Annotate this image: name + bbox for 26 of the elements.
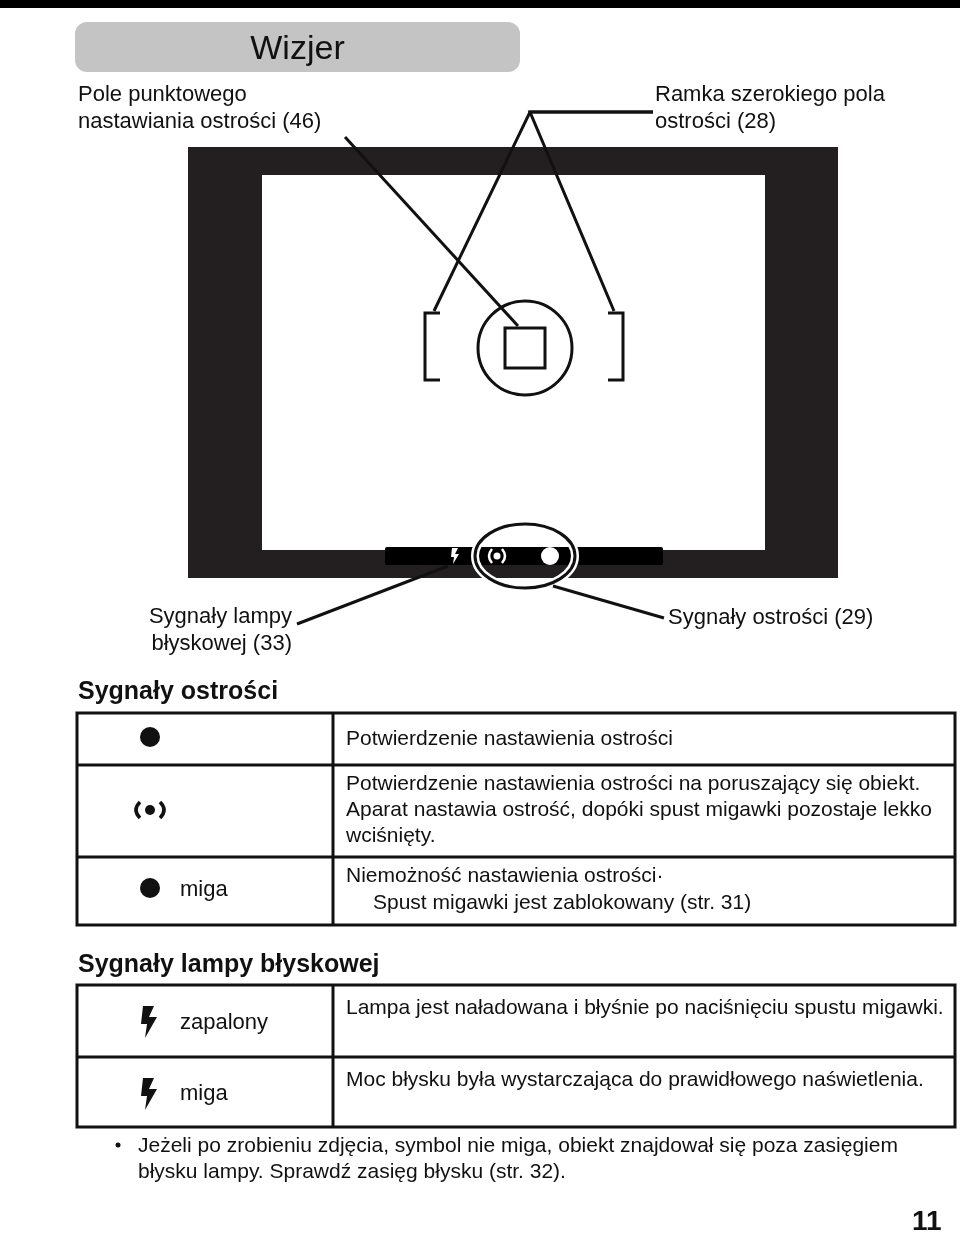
description-text: Moc błysku była wystarczająca do prawidłowego naświetlenia. bbox=[346, 1066, 925, 1092]
description-text: Potwierdzenie nastawienia ostrości bbox=[346, 725, 674, 751]
callout-label: Sygnały lampy błyskowej (33) bbox=[92, 602, 292, 656]
lightning-icon bbox=[451, 548, 459, 564]
page-number: 11 bbox=[912, 1205, 943, 1237]
title-banner: Wizjer bbox=[75, 22, 520, 72]
status-text: miga bbox=[180, 875, 229, 902]
status-text: miga bbox=[180, 1079, 229, 1106]
callout-label: Sygnały ostrości (29) bbox=[668, 603, 918, 630]
description-text: Spust migawki jest zablokowany (str. 31) bbox=[373, 889, 753, 915]
focus-square bbox=[503, 326, 547, 370]
description-text: Niemożność nastawienia ostrości· bbox=[346, 862, 665, 888]
note-text: Jeżeli po zrobieniu zdjęcia, symbol nie miga, obiekt znajdował się poza zasięgiem błysku lampy. Sprawdź zasięg błysku (str. 32). bbox=[138, 1132, 899, 1184]
description-text: Lampa jest naładowana i błyśnie po naciśnięciu spustu migawki. bbox=[346, 994, 945, 1020]
bracket-mark bbox=[423, 311, 440, 382]
callout-label: Ramka szerokiego pola ostrości (28) bbox=[655, 80, 925, 134]
leader-line bbox=[552, 584, 665, 620]
bracket-mark bbox=[608, 311, 625, 382]
status-text: zapalony bbox=[180, 1008, 270, 1035]
leader-line bbox=[296, 564, 449, 626]
section-heading: Sygnały lampy błyskowej bbox=[78, 948, 381, 978]
section-heading: Sygnały ostrości bbox=[78, 675, 280, 705]
leader-line bbox=[527, 110, 653, 312]
callout-label: Pole punktowego nastawiania ostrości (46) bbox=[78, 80, 368, 134]
description-text: Potwierdzenie nastawienia ostrości na poruszający się obiekt. Aparat nastawia ostrość, dopóki spust migawki pozostaje lekko wciśnięty. bbox=[346, 770, 933, 848]
highlight-oval bbox=[471, 520, 579, 592]
